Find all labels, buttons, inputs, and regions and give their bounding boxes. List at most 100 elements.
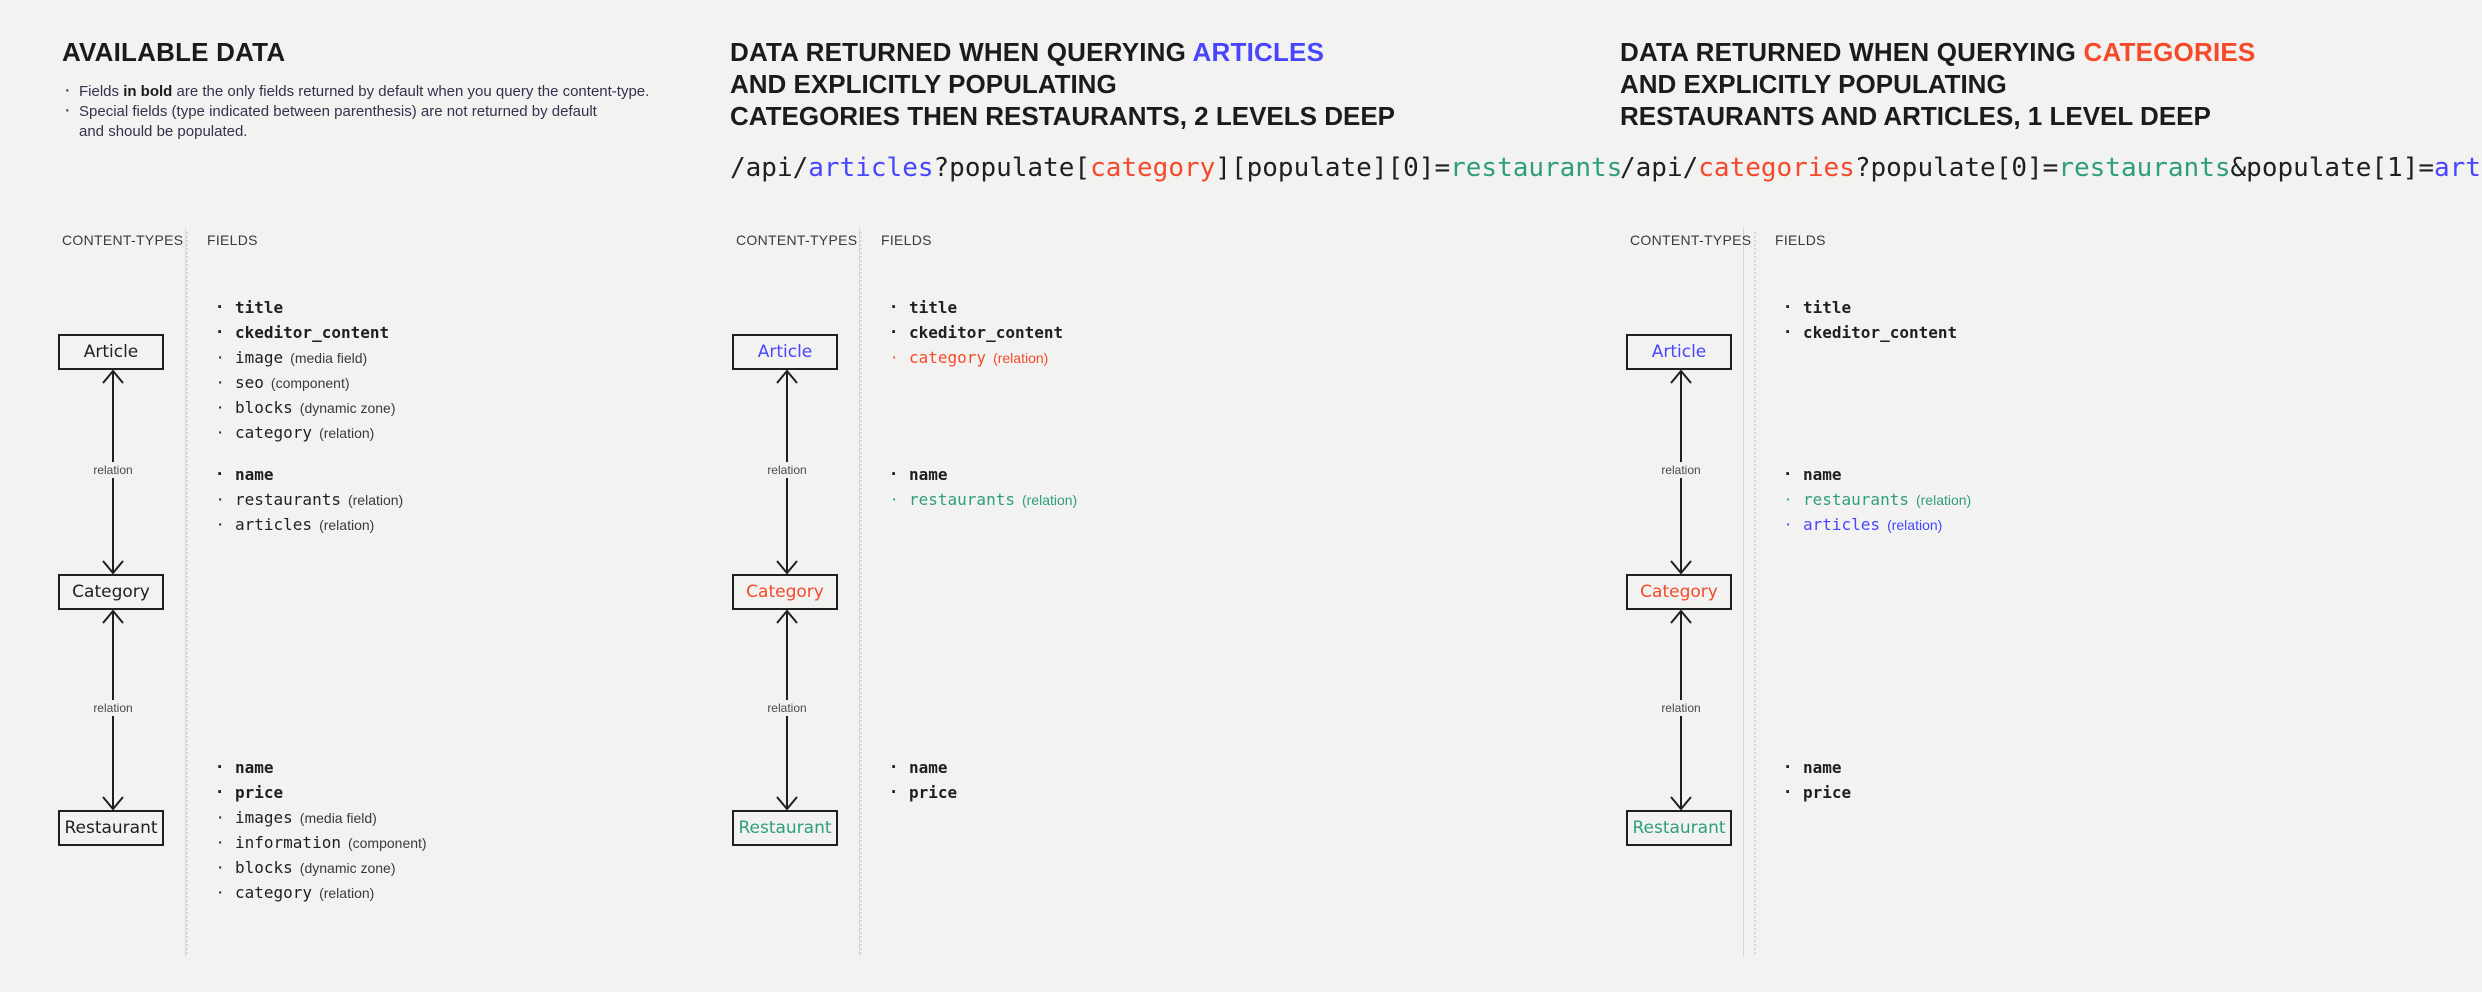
field-item: category (relation) xyxy=(215,420,396,445)
field-item: name xyxy=(889,755,957,780)
field-name: restaurants xyxy=(235,490,341,509)
content-type-box-restaurant[interactable]: Restaurant xyxy=(1626,810,1732,846)
relation-label: relation xyxy=(1626,462,1736,478)
field-name: title xyxy=(1803,298,1852,317)
url-part: articles xyxy=(808,153,934,183)
field-type: (dynamic zone) xyxy=(299,860,396,876)
field-item: images(media field) xyxy=(215,805,427,830)
field-item: category(relation) xyxy=(215,880,427,905)
relation-connector: relation xyxy=(58,370,168,574)
field-item: price xyxy=(889,780,957,805)
panel-2-title-accent: ARTICLES xyxy=(1192,37,1325,67)
content-type-box-article[interactable]: Article xyxy=(1626,334,1732,370)
field-item: title xyxy=(1783,295,1957,320)
relation-connector: relation xyxy=(1626,610,1736,810)
field-type: (dynamic zone) xyxy=(299,400,396,416)
field-name: ckeditor_content xyxy=(909,323,1064,342)
content-type-box-category[interactable]: Category xyxy=(58,574,164,610)
url-part: ][populate][0]= xyxy=(1215,153,1451,183)
field-item: image(media field) xyxy=(215,345,396,370)
url-part: restaurants xyxy=(1450,153,1623,183)
content-type-box-category[interactable]: Category xyxy=(732,574,838,610)
field-item: blocks(dynamic zone) xyxy=(215,855,427,880)
field-item: blocks (dynamic zone) xyxy=(215,395,396,420)
field-item: name xyxy=(889,462,1077,487)
field-item: ckeditor_content xyxy=(215,320,396,345)
field-name: blocks xyxy=(235,398,293,417)
url-part: ?populate[ xyxy=(933,153,1091,183)
field-list-article: titleckeditor_contentcategory(relation) xyxy=(889,295,1063,370)
field-name: name xyxy=(1803,758,1842,777)
content-type-box-article[interactable]: Article xyxy=(58,334,164,370)
relation-label: relation xyxy=(58,700,168,716)
note-pre: Special fields (type indicated between p… xyxy=(79,103,597,120)
field-item: seo(component) xyxy=(215,370,396,395)
field-name: price xyxy=(909,783,958,802)
field-name: information xyxy=(235,833,341,852)
field-item: restaurants(relation) xyxy=(889,487,1077,512)
panel-3-subtitle-line-1: AND EXPLICITLY POPULATING xyxy=(1620,69,2007,99)
relation-connector: relation xyxy=(1626,370,1736,574)
field-list-restaurant: name price xyxy=(1783,755,1851,805)
field-type: (relation) xyxy=(1887,517,1943,533)
panel-2-api-url: /api/articles?populate[category][populat… xyxy=(730,152,1622,184)
field-name: price xyxy=(1803,783,1852,802)
field-item: articles (relation) xyxy=(1783,512,1971,537)
field-list-restaurant: name price xyxy=(889,755,957,805)
field-item: restaurants (relation) xyxy=(1783,487,1971,512)
panel-2-title-pre: DATA RETURNED WHEN QUERYING xyxy=(730,37,1193,67)
column-dotted-divider xyxy=(860,232,862,954)
field-name: category xyxy=(235,423,313,442)
note-continuation: and should be populated. xyxy=(79,123,248,140)
field-list-article: title ckeditor_content xyxy=(1783,295,1957,345)
field-type: (relation) xyxy=(1915,492,1972,508)
panel-2-subtitle-line-1: AND EXPLICITLY POPULATING xyxy=(730,69,1117,99)
field-name: price xyxy=(235,783,284,802)
url-part: articles xyxy=(2434,153,2482,183)
field-name: articles xyxy=(235,515,313,534)
field-type: (relation) xyxy=(1021,492,1078,508)
field-list-restaurant: name price images(media field) information (… xyxy=(215,755,427,905)
field-name: ckeditor_content xyxy=(1803,323,1958,342)
panel-3-title-pre: DATA RETURNED WHEN QUERYING xyxy=(1620,37,2084,67)
panel-2-title: DATA RETURNED WHEN QUERYING ARTICLES xyxy=(730,36,1570,68)
caption-fields: FIELDS xyxy=(207,232,258,248)
panel-2-header: DATA RETURNED WHEN QUERYING ARTICLES AND… xyxy=(730,36,1570,132)
field-name: articles xyxy=(1803,515,1881,534)
field-name: seo xyxy=(235,373,264,392)
field-item: price xyxy=(215,780,427,805)
field-name: name xyxy=(235,758,274,777)
caption-content-types: CONTENT-TYPES xyxy=(1630,232,1752,248)
content-type-box-restaurant[interactable]: Restaurant xyxy=(732,810,838,846)
field-type: (relation) xyxy=(319,425,375,441)
content-type-box-article[interactable]: Article xyxy=(732,334,838,370)
panel-2-subtitle-line-2: CATEGORIES THEN RESTAURANTS, 2 LEVELS DE… xyxy=(730,101,1396,131)
relation-label: relation xyxy=(1626,700,1736,716)
panel-1-notes: Fields in bold are the only fields retur… xyxy=(62,80,682,142)
field-name: name xyxy=(909,465,948,484)
url-part: &populate[1]= xyxy=(2230,153,2435,183)
field-name: image xyxy=(235,348,284,367)
field-name: category xyxy=(235,883,313,902)
field-list-article: titleckeditor_contentimage(media field)s… xyxy=(215,295,396,445)
field-item: name xyxy=(1783,755,1851,780)
note-item: Fields in bold are the only fields retur… xyxy=(62,80,682,102)
field-name: restaurants xyxy=(1803,490,1909,509)
note-pre: Fields xyxy=(79,83,124,100)
field-type: (component) xyxy=(347,835,427,851)
note-post: are the only fields returned by default … xyxy=(172,83,650,100)
panel-3-api-url: /api/categories?populate[0]=restaurants&… xyxy=(1620,152,2482,184)
panel-3-title-accent: CATEGORIES xyxy=(2083,37,2256,67)
content-type-box-restaurant[interactable]: Restaurant xyxy=(58,810,164,846)
panel-divider-3 xyxy=(1743,228,1744,956)
field-list-category: name restaurants (relation) articles (relati… xyxy=(1783,462,1971,537)
url-part: /api/ xyxy=(1620,153,1699,183)
field-name: name xyxy=(1803,465,1842,484)
column-dotted-divider xyxy=(186,232,188,954)
field-item: title xyxy=(215,295,396,320)
content-type-box-category[interactable]: Category xyxy=(1626,574,1732,610)
field-item: category(relation) xyxy=(889,345,1063,370)
column-dotted-divider xyxy=(1754,232,1756,954)
field-item: ckeditor_content xyxy=(889,320,1063,345)
